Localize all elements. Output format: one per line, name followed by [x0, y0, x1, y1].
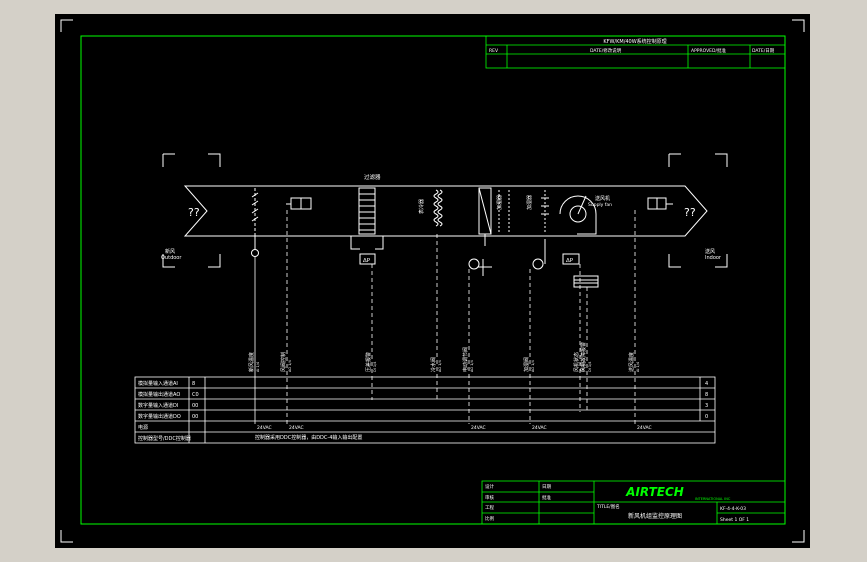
power-mark: 24VAC	[532, 425, 547, 431]
corner-marks	[60, 19, 805, 543]
cooling-coil	[468, 187, 492, 276]
power-mark: 24VAC	[289, 425, 304, 431]
outdoor-bracket	[162, 153, 221, 268]
fan-delta-p: ΔP	[566, 258, 574, 264]
io-row-label: 电源	[138, 424, 148, 431]
outdoor-label-en: Outdoor	[161, 255, 182, 261]
drawing-svg: KFW/KM/40W系统控制原理 REV DATE/修改说明 APPROVED/…	[60, 19, 805, 543]
checked-cell: 审核	[485, 494, 494, 501]
wire-label: 电动调节阀	[462, 347, 469, 372]
wire-label-en: DI 1/4	[581, 361, 585, 372]
fan-label-cn: 送风机	[595, 195, 610, 202]
wire-label: 风机状态	[573, 352, 580, 372]
wire-label: 冷水阀	[430, 357, 437, 372]
approved-header: APPROVED/批准	[691, 47, 726, 54]
approved-cell: 批准	[542, 494, 551, 501]
wire-label: 新风温度	[248, 352, 255, 372]
humidifier-label-1: 加湿器	[496, 195, 503, 210]
wire-label-en: AO 1/4	[288, 359, 292, 372]
drawing-canvas: KFW/KM/40W系统控制原理 REV DATE/修改说明 APPROVED/…	[55, 14, 810, 548]
io-row-label: 数字量输入通道DI	[138, 402, 178, 409]
drawing-title: 新风机组监控原理图	[628, 512, 682, 520]
bottom-title-block	[481, 480, 786, 525]
top-title-block	[485, 35, 786, 69]
filter-label: 过滤器	[364, 173, 381, 181]
air-valve-actuator-left	[286, 197, 312, 210]
io-row-code: 00	[192, 414, 198, 420]
wire-label: 压差报警	[365, 352, 372, 372]
wire-label-en: DI 1/4	[373, 361, 377, 372]
signal-wires	[254, 210, 636, 424]
io-row-code: C0	[192, 392, 199, 398]
supply-fan	[559, 195, 599, 288]
filter-delta-p: ΔP	[363, 258, 371, 264]
wire-label: 风阀控制	[280, 352, 287, 372]
io-row-code: 00	[192, 403, 198, 409]
io-row-label: 控制器型号/DDC控制器	[138, 435, 191, 442]
date-cell: 日期	[542, 484, 551, 490]
air-valve-actuator-right	[647, 197, 673, 210]
wire-label: 加湿阀	[523, 357, 530, 372]
left-unknown-label: ??	[188, 206, 200, 219]
sheet-number: Sheet 1 OF 1	[720, 517, 749, 523]
drawn-cell: 设计	[485, 483, 494, 490]
io-row-code: 8	[192, 381, 195, 387]
wire-label-en: AI 1/4	[636, 361, 640, 372]
io-row-label: 模拟量输出通道AO	[138, 391, 180, 398]
fan-label-en: Supply fan	[588, 202, 612, 208]
scale-cell: 比例	[485, 515, 494, 522]
wire-label-en: AO 1/4	[438, 359, 442, 372]
project-header: KFW/KM/40W系统控制原理	[603, 38, 666, 45]
io-row-end: 0	[705, 414, 708, 420]
io-table	[134, 376, 716, 444]
drawing-number: KF-4-4-K-03	[720, 506, 746, 512]
right-unknown-label: ??	[684, 206, 696, 219]
rev-header: REV	[489, 48, 499, 54]
filter	[350, 187, 384, 265]
company-logo-sub: INTERNATIONAL INC	[695, 497, 731, 501]
indoor-label-cn: 送风	[705, 248, 715, 255]
io-row-label: 数字量输出通道DO	[138, 413, 181, 420]
drawing-border	[80, 35, 786, 525]
indoor-label-en: Indoor	[705, 255, 722, 261]
outdoor-label-cn: 新风	[165, 248, 175, 255]
io-rows: 模拟量输入通道AI 8 4 模拟量输出通道AO C0 8 数字量输入通道DI 00 3 数字量输出…	[138, 380, 708, 442]
wire-label-en: DI 1/4	[588, 361, 592, 372]
project-cell: 工程	[485, 504, 494, 511]
fresh-air-damper	[251, 188, 259, 257]
humidifier-label-2: 加湿器	[526, 195, 533, 210]
air-duct	[183, 185, 708, 237]
heating-coil	[433, 189, 443, 227]
date-header: DATE/修改说明	[590, 47, 622, 54]
power-mark: 24VAC	[637, 425, 652, 431]
io-row-end: 3	[705, 403, 708, 409]
humidifier	[498, 190, 549, 270]
company-logo: AIRTECH	[625, 485, 684, 499]
io-row-end: 8	[705, 392, 708, 398]
wire-label: 送风温度	[628, 352, 635, 372]
coil-label: 表冷器	[418, 199, 425, 214]
controller-note: 控制器采用DDC控制器，由DDC-4输入输出配置	[255, 434, 362, 441]
date2-header: DATE/日期	[752, 48, 775, 54]
power-mark: 24VAC	[257, 425, 272, 431]
wire-label-en: AO 1/4	[470, 359, 474, 372]
wire-label-en: AO 1/4	[531, 359, 535, 372]
wire-label-en: AI 1/4	[256, 361, 260, 372]
io-row-label: 模拟量输入通道AI	[138, 380, 178, 387]
wire-label: 风机故障报警	[580, 342, 587, 372]
title-label: TITLE/图名	[596, 503, 620, 510]
power-mark: 24VAC	[471, 425, 486, 431]
io-row-end: 4	[705, 381, 708, 387]
indoor-bracket	[668, 153, 728, 268]
